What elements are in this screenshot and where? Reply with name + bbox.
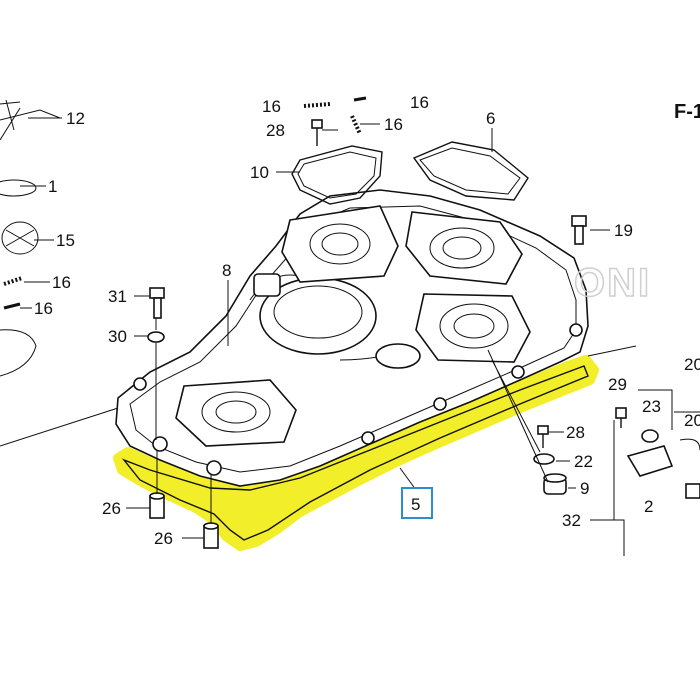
callout-16c: 16 [262, 97, 281, 116]
callout-5: 5 [411, 495, 420, 514]
collar-26a-icon [149, 492, 165, 519]
rear-boss [375, 343, 421, 369]
bolt-icon [311, 119, 323, 146]
callout-31: 31 [108, 287, 127, 306]
part-10-gasket[interactable] [291, 145, 383, 205]
callout-12: 12 [66, 109, 85, 128]
spring-icon [303, 96, 367, 135]
gasket-outline [121, 365, 589, 541]
bracket-assembly [613, 389, 674, 556]
bolt-28b-icon [537, 425, 549, 448]
callout-6: 6 [486, 109, 495, 128]
callout-20b: 20 [684, 411, 700, 430]
callout-28b: 28 [566, 423, 585, 442]
callout-16d: 16 [410, 93, 429, 112]
coil-pocket-2 [405, 211, 523, 285]
callout-1: 1 [48, 177, 57, 196]
collar-26b-icon [203, 522, 219, 549]
coil-pocket-4 [175, 379, 297, 447]
callout-5-box[interactable] [401, 487, 433, 519]
callout-23: 23 [642, 397, 661, 416]
coil-pocket-3 [415, 293, 531, 363]
callout-28a: 28 [266, 121, 285, 140]
right-partial-parts [674, 411, 700, 499]
page-code: F-1 [674, 101, 700, 123]
callout-22: 22 [574, 452, 593, 471]
callout-19: 19 [614, 221, 633, 240]
bolt-31-icon [149, 287, 165, 319]
callout-30: 30 [108, 327, 127, 346]
callout-15: 15 [56, 231, 75, 250]
callout-26b: 26 [154, 529, 173, 548]
honda-watermark: ONI [574, 261, 651, 305]
callout-10: 10 [250, 163, 269, 182]
callout-9: 9 [580, 479, 589, 498]
left-partial-parts [0, 99, 61, 377]
coil-pocket-1 [281, 205, 399, 283]
callout-16b: 16 [34, 299, 53, 318]
front-boss [253, 273, 281, 297]
washer-30-icon [147, 331, 165, 343]
grommet-9-icon [543, 473, 567, 495]
callout-2: 2 [644, 497, 653, 516]
bolt-19-icon [571, 215, 587, 245]
callout-16a: 16 [52, 273, 71, 292]
callout-8: 8 [222, 261, 231, 280]
callout-29: 29 [608, 375, 627, 394]
part-6-gasket[interactable] [412, 141, 529, 201]
callout-32: 32 [562, 511, 581, 530]
callout-26a: 26 [102, 499, 121, 518]
callout-16e: 16 [384, 115, 403, 134]
callout-20a: 20 [684, 355, 700, 374]
